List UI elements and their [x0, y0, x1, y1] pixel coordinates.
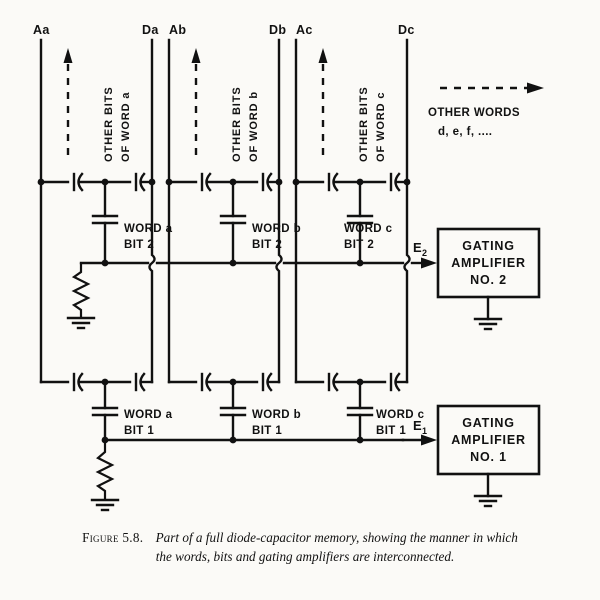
junction-Db-bit2	[275, 178, 283, 186]
gating-amplifier-1-line3: NO. 1	[470, 450, 507, 464]
word-c-group: WORD c BIT 2 WORD c BIT 1 OTHER BITS OF …	[292, 38, 425, 444]
cell-label-word-a-bit2-line1: WORD a	[124, 223, 173, 235]
gating-amplifier-2-line1: GATING	[462, 239, 514, 253]
caption-text-line2: the words, bits and gating amplifiers ar…	[155, 549, 455, 564]
diode-b1-bit1-cathode	[205, 372, 212, 392]
cell-label-word-c-bit2-line1: WORD c	[344, 223, 393, 235]
caption-line-2: the words, bits and gating amplifiers ar…	[0, 547, 600, 566]
figure-caption: Figure 5.8. Part of a full diode-capacit…	[0, 528, 600, 566]
cell-label-word-b-bit1-line2: BIT 1	[252, 425, 282, 437]
diode-a1-bit2-cathode	[77, 172, 84, 192]
junction-Ab-bit2	[165, 178, 173, 186]
gating-amplifier-2[interactable]: GATING AMPLIFIER NO. 2	[436, 227, 541, 331]
gating-amplifier-2-line2: AMPLIFIER	[451, 256, 526, 270]
other-words-line1: OTHER WORDS	[428, 107, 520, 119]
diode-a2-bit1-cathode	[139, 372, 146, 392]
diode-c1-bit2-cathode	[332, 172, 339, 192]
gating-amplifier-1-line2: AMPLIFIER	[451, 433, 526, 447]
other-bits-arrow-c-head	[318, 48, 328, 63]
junction-Aa-bit2	[37, 178, 45, 186]
junction-Da-bit2	[148, 178, 156, 186]
cell-label-word-a-bit2-line2: BIT 2	[124, 239, 154, 251]
diode-b2-bit2-cathode	[266, 172, 273, 192]
E1-symbol: E	[413, 418, 422, 433]
diode-c1-bit1-cathode	[332, 372, 339, 392]
bit2-bus-arrowhead	[421, 257, 437, 269]
gating-amplifier-1-line1: GATING	[462, 416, 514, 430]
other-words-arrow-head	[527, 82, 544, 94]
line-Db-trunk	[275, 38, 283, 384]
resistor-bit2	[71, 263, 91, 318]
caption-figure-label: Figure 5.8.	[82, 530, 144, 545]
diode-b2-bit1-cathode	[266, 372, 273, 392]
gating-amplifier-2-line3: NO. 2	[470, 273, 507, 287]
junction-Dc-bit2	[403, 178, 411, 186]
line-Da-trunk	[148, 38, 156, 384]
diode-a2-bit2-cathode	[139, 172, 146, 192]
other-bits-arrow-b-head	[191, 48, 201, 63]
cell-label-word-c-bit2-line2: BIT 2	[344, 239, 374, 251]
terminal-label-Ac: Ac	[296, 23, 313, 37]
diode-c2-bit1-cathode	[394, 372, 401, 392]
output-label-E1: E 1	[413, 418, 427, 436]
other-words-line2: d, e, f, ....	[438, 126, 492, 138]
diode-b1-bit2-cathode	[205, 172, 212, 192]
other-bits-word-a-line1: OTHER BITS	[103, 86, 115, 162]
E2-subscript: 2	[422, 248, 427, 258]
other-words-annotation: OTHER WORDS d, e, f, ....	[428, 82, 544, 138]
cell-label-word-c-bit1-line1: WORD c	[376, 409, 425, 421]
gating-amplifier-1-box[interactable]	[436, 404, 541, 476]
junction-Ac-bit2	[292, 178, 300, 186]
cell-label-word-b-bit2-line1: WORD b	[252, 223, 301, 235]
word-b-group: WORD b BIT 2 WORD b BIT 1 OTHER BITS OF …	[165, 38, 301, 444]
terminal-label-Dc: Dc	[398, 23, 415, 37]
other-bits-word-b-line1: OTHER BITS	[231, 86, 243, 162]
other-bits-word-c-line1: OTHER BITS	[358, 86, 370, 162]
other-bits-word-a-line2: OF WORD a	[120, 92, 132, 162]
cell-label-word-a-bit1-line2: BIT 1	[124, 425, 154, 437]
bit1-output-bus-group	[90, 434, 437, 512]
terminal-labels: Aa Da Ab Db Ac Dc	[33, 23, 415, 37]
bit1-bus-arrowhead	[421, 434, 437, 446]
output-label-E2: E 2	[413, 240, 427, 258]
caption-text-line1: Part of a full diode-capacitor memory, s…	[155, 530, 518, 545]
diode-a1-bit1-cathode	[77, 372, 84, 392]
caption-line-1: Figure 5.8. Part of a full diode-capacit…	[0, 528, 600, 547]
E1-subscript: 1	[422, 426, 427, 436]
other-bits-arrow-a-head	[63, 48, 73, 63]
cell-label-word-a-bit1-line1: WORD a	[124, 409, 173, 421]
terminal-label-Ab: Ab	[169, 23, 186, 37]
other-bits-word-c-line2: OF WORD c	[375, 92, 387, 162]
resistor-bit1	[95, 440, 115, 500]
word-a-group: WORD a BIT 2 WORD a BIT 1 OTHER BITS OF …	[37, 38, 173, 444]
other-bits-word-b-line2: OF WORD b	[248, 91, 260, 162]
E2-symbol: E	[413, 240, 422, 255]
gating-amplifier-1[interactable]: GATING AMPLIFIER NO. 1	[436, 404, 541, 508]
terminal-label-Aa: Aa	[33, 23, 50, 37]
terminal-label-Db: Db	[269, 23, 286, 37]
bit2-output-bus-group	[66, 257, 437, 330]
diode-c2-bit2-cathode	[394, 172, 401, 192]
terminal-label-Da: Da	[142, 23, 159, 37]
line-Dc-trunk	[403, 38, 411, 384]
cell-label-word-c-bit1-line2: BIT 1	[376, 425, 406, 437]
cell-label-word-b-bit2-line2: BIT 2	[252, 239, 282, 251]
cell-label-word-b-bit1-line1: WORD b	[252, 409, 301, 421]
